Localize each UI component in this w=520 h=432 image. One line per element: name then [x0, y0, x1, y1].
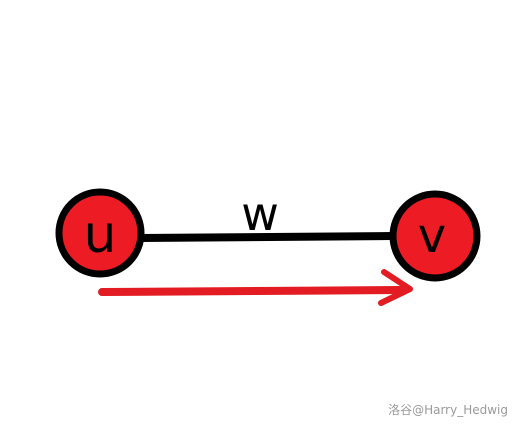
node-u-circle — [55, 188, 145, 278]
edge-line — [136, 232, 396, 242]
node-v-label: v — [418, 208, 446, 264]
arrow-shaft — [98, 286, 408, 296]
node-u-label: u — [84, 205, 117, 265]
node-v-circle — [389, 190, 481, 282]
direction-arrow — [98, 269, 413, 306]
watermark-text: 洛谷@Harry_Hedwig — [388, 403, 508, 417]
edge-weight-label: w — [241, 187, 279, 241]
node-u: u — [55, 188, 145, 278]
node-v: v — [389, 190, 481, 282]
arrow-head — [378, 269, 413, 306]
